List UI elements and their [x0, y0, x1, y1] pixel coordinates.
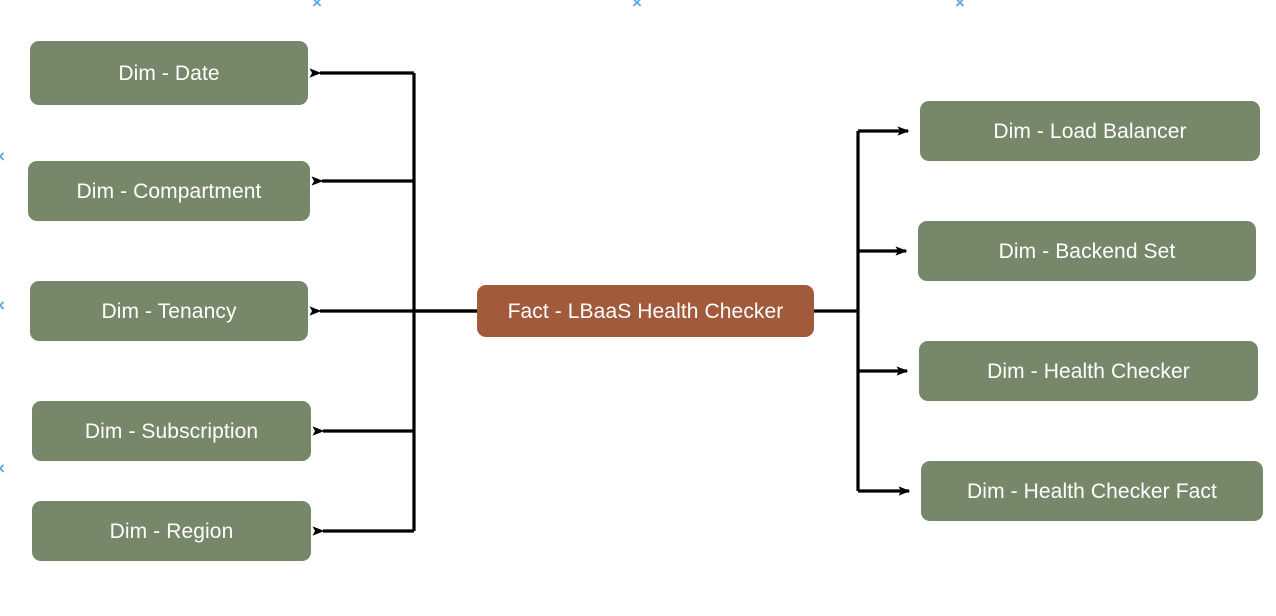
connection-handle-icon[interactable]: ×: [955, 0, 965, 12]
node-label: Dim - Tenancy: [101, 299, 237, 323]
node-label: Dim - Health Checker Fact: [967, 479, 1217, 503]
node-dim-health-checker[interactable]: Dim - Health Checker: [919, 341, 1258, 401]
node-label: Dim - Compartment: [76, 179, 262, 203]
connection-handle-icon[interactable]: ×: [0, 148, 5, 165]
connection-handle-icon[interactable]: ×: [312, 0, 322, 12]
node-dim-load-balancer[interactable]: Dim - Load Balancer: [920, 101, 1260, 161]
node-dim-subscription[interactable]: Dim - Subscription: [32, 401, 311, 461]
connection-handle-icon[interactable]: ×: [0, 460, 5, 477]
node-label: Dim - Date: [118, 61, 220, 85]
node-dim-tenancy[interactable]: Dim - Tenancy: [30, 281, 308, 341]
node-label: Dim - Load Balancer: [993, 119, 1187, 143]
node-label: Dim - Health Checker: [987, 359, 1190, 383]
connection-handle-icon[interactable]: ×: [632, 0, 642, 12]
node-label: Dim - Backend Set: [998, 239, 1176, 263]
node-dim-region[interactable]: Dim - Region: [32, 501, 311, 561]
node-dim-date[interactable]: Dim - Date: [30, 41, 308, 105]
node-dim-health-checker-fact[interactable]: Dim - Health Checker Fact: [921, 461, 1263, 521]
node-label: Dim - Region: [109, 519, 234, 543]
node-dim-compartment[interactable]: Dim - Compartment: [28, 161, 310, 221]
node-label: Dim - Subscription: [84, 419, 259, 443]
node-dim-backend-set[interactable]: Dim - Backend Set: [918, 221, 1256, 281]
node-label: Fact - LBaaS Health Checker: [507, 299, 784, 323]
node-fact-lbaas-health-checker[interactable]: Fact - LBaaS Health Checker: [477, 285, 814, 337]
connection-handle-icon[interactable]: ×: [0, 297, 5, 314]
